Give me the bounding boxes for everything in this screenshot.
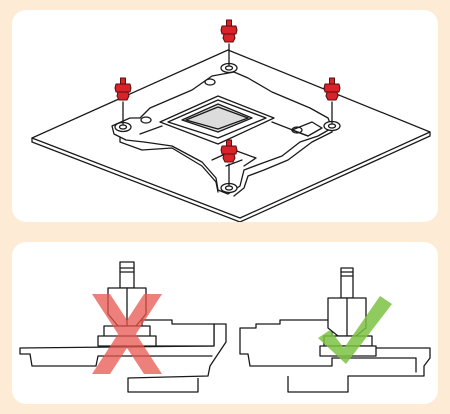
mounting-diagram-panel bbox=[12, 10, 438, 222]
mounting-holes bbox=[114, 62, 341, 194]
socket-bracket bbox=[111, 71, 333, 197]
standoff-nut bbox=[114, 77, 132, 101]
correct-orientation bbox=[239, 267, 431, 393]
standoff-nut bbox=[220, 19, 238, 43]
red-x-icon bbox=[92, 294, 162, 374]
standoff-nut bbox=[220, 139, 238, 163]
orientation-comparison-panel bbox=[12, 242, 438, 404]
green-check-icon bbox=[318, 296, 392, 364]
socket-mounting-illustration bbox=[31, 19, 431, 222]
standoff-nut bbox=[323, 77, 341, 101]
incorrect-orientation bbox=[19, 261, 227, 393]
standoff-guides bbox=[122, 43, 333, 186]
orientation-comparison-illustration bbox=[19, 261, 431, 393]
